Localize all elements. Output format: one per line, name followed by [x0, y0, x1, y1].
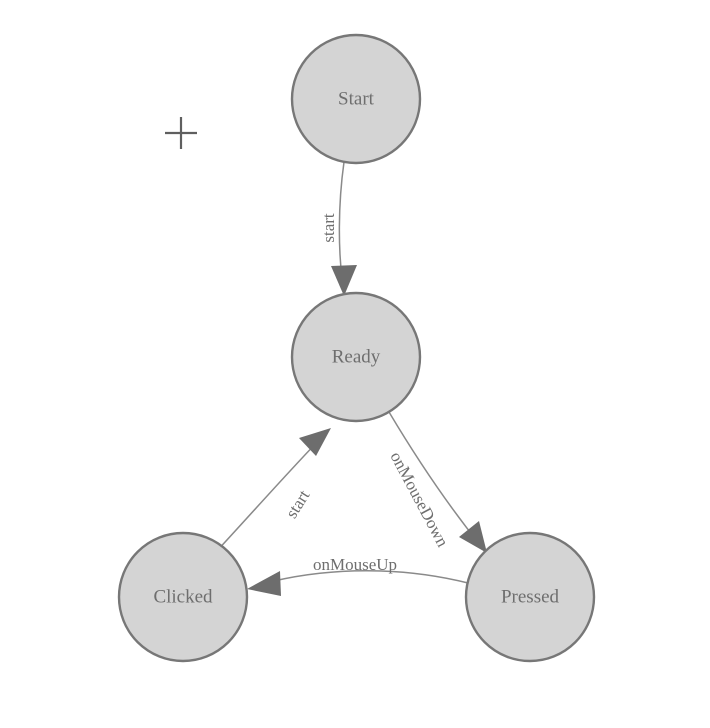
- arrowhead-start-to-ready: [331, 265, 357, 296]
- node-start[interactable]: Start: [290, 33, 422, 165]
- node-clicked[interactable]: Clicked: [117, 531, 249, 663]
- edge-path-pressed-to-clicked: [273, 570, 469, 584]
- edge-label-pressed-to-clicked: onMouseUp: [313, 555, 397, 574]
- arrowhead-ready-to-pressed: [459, 521, 487, 553]
- edge-clicked-to-ready[interactable]: start: [214, 428, 331, 554]
- node-pressed-label: Pressed: [501, 586, 560, 607]
- arrowhead-clicked-to-ready: [299, 428, 331, 456]
- node-clicked-circle: [117, 531, 249, 663]
- node-start-circle: [290, 33, 422, 165]
- edge-pressed-to-clicked[interactable]: onMouseUp: [247, 555, 469, 596]
- node-ready[interactable]: Ready: [290, 291, 422, 423]
- edge-ready-to-pressed[interactable]: onMouseDown: [386, 411, 487, 553]
- edge-label-clicked-to-ready: start: [282, 486, 314, 521]
- node-start-label: Start: [338, 88, 375, 109]
- node-clicked-label: Clicked: [153, 586, 213, 607]
- edge-label-ready-to-pressed: onMouseDown: [386, 449, 452, 551]
- edge-label-start-to-ready: start: [319, 213, 338, 243]
- node-ready-circle: [290, 291, 422, 423]
- node-pressed-circle: [464, 531, 596, 663]
- edge-start-to-ready[interactable]: start: [319, 161, 357, 296]
- node-ready-label: Ready: [332, 346, 381, 367]
- arrowhead-pressed-to-clicked: [247, 571, 281, 596]
- crosshair-icon: [165, 117, 197, 149]
- node-pressed[interactable]: Pressed: [464, 531, 596, 663]
